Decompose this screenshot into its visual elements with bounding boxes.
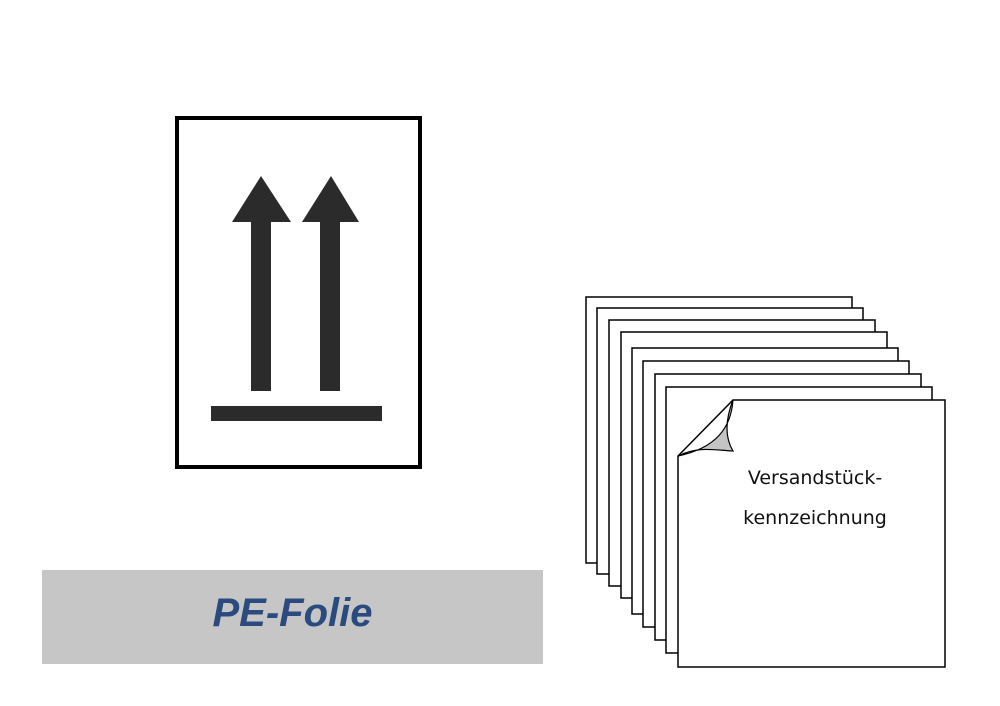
up-arrow-icon — [232, 176, 291, 391]
shipping-label-text-line2: kennzeichnung — [743, 507, 887, 529]
pe-film-label: PE-Folie — [212, 591, 373, 635]
shipping-label-stack — [585, 296, 946, 668]
this-way-up-label — [175, 116, 422, 469]
up-arrows-icon — [211, 176, 382, 421]
up-arrow-icon — [302, 176, 359, 391]
curled-corner-icon — [677, 399, 735, 457]
front-sheet — [677, 399, 946, 668]
base-bar — [211, 406, 382, 421]
shipping-label-text-line1: Versandstück- — [747, 467, 883, 489]
pe-film-bar — [42, 570, 543, 664]
